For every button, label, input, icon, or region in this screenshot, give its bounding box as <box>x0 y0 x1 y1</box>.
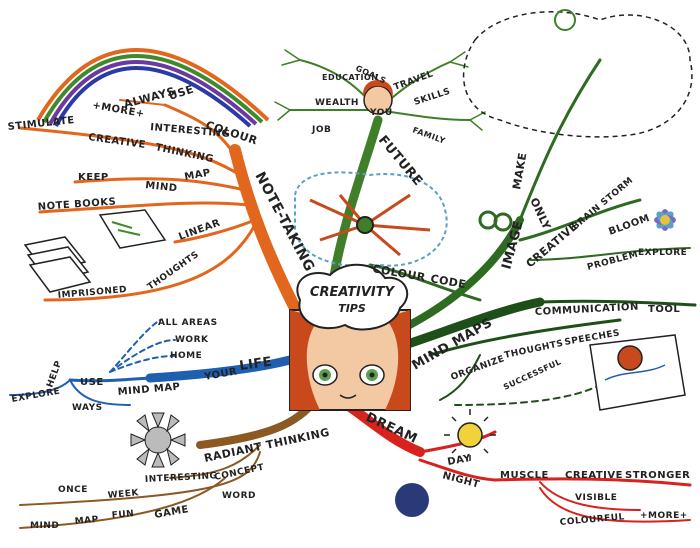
notepad-sketch <box>98 209 167 249</box>
colour-code-sketch <box>294 171 448 267</box>
label-note-books: NOTE BOOKS <box>37 197 116 213</box>
label-tool: TOOL <box>648 304 680 315</box>
rainbow-band <box>48 60 258 126</box>
you-face-icon <box>363 80 393 115</box>
label-creative: CREATIVE <box>88 132 147 151</box>
label-mind-map-life: MIND MAP <box>117 382 181 398</box>
label-use-life: USE <box>80 377 104 388</box>
label-only: ONLY <box>527 196 553 233</box>
label-mind-rad: MIND <box>30 521 59 531</box>
label-map-rad: MAP <box>74 515 99 527</box>
label-creative-dream: CREATIVE <box>565 470 623 481</box>
label-future: FUTURE <box>375 133 426 189</box>
label-game: GAME <box>154 504 190 521</box>
label-family: FAMILY <box>411 125 446 145</box>
radiant-thinking-icon <box>130 412 186 468</box>
branch-image <box>368 58 691 334</box>
central-title-line2: TIPS <box>338 302 366 315</box>
sun-icon <box>554 9 576 31</box>
branch-dream <box>335 395 692 523</box>
label-stronger: STRONGER <box>625 470 690 481</box>
label-home: HOME <box>170 351 202 361</box>
future-vision-cloud <box>462 11 693 138</box>
rainbow <box>36 48 270 128</box>
label-thoughts-mm: THOUGHTS <box>504 339 565 361</box>
branch-note-taking <box>18 99 306 324</box>
label-more-dream: +MORE+ <box>640 511 688 521</box>
label-day: DAY <box>447 453 473 468</box>
label-explore-life: EXPLORE <box>11 387 61 405</box>
label-muscle: MUSCLE <box>500 470 549 481</box>
rainbow-band <box>54 66 252 128</box>
label-linear: LINEAR <box>177 218 222 243</box>
label-skills: SKILLS <box>413 87 452 108</box>
speeches-sketch <box>589 334 686 411</box>
branch-mind-maps <box>400 297 697 406</box>
label-keep: KEEP <box>78 172 109 183</box>
label-colour-code-code: CODE <box>429 272 467 291</box>
label-successful: SUCCESSFUL <box>502 357 563 392</box>
label-all-areas: ALL AREAS <box>158 318 218 328</box>
label-visible: VISIBLE <box>575 493 617 503</box>
label-once: ONCE <box>58 485 88 495</box>
label-you: YOU <box>369 108 393 118</box>
label-fun: FUN <box>111 509 134 521</box>
label-ways: WAYS <box>72 403 103 413</box>
label-mind: MIND <box>145 180 178 194</box>
label-colourful: COLOURFUL <box>559 512 625 528</box>
rainbow-band <box>36 48 270 122</box>
central-image <box>289 263 411 411</box>
label-concept: CONCEPT <box>214 463 266 483</box>
central-title-line1: CREATIVITY <box>310 285 396 300</box>
day-sun-icon <box>444 409 496 461</box>
label-education: EDUCATION <box>322 73 378 82</box>
notebook-sketch <box>23 236 92 293</box>
label-life: LIFE <box>238 355 273 374</box>
bloom-flower-icon <box>654 209 676 231</box>
label-communication: COMMUNICATION <box>535 302 640 318</box>
label-interesting-rad: INTERESTING <box>145 471 218 485</box>
label-week: WEEK <box>107 488 139 501</box>
label-work: WORK <box>175 335 209 345</box>
label-wealth: WEALTH <box>315 98 359 108</box>
label-bloom: BLOOM <box>607 213 651 238</box>
night-moon-icon <box>393 483 429 519</box>
label-map: MAP <box>184 168 212 183</box>
label-thinking: THINKING <box>154 142 214 165</box>
label-travel: TRAVEL <box>393 69 435 93</box>
branch-life <box>9 319 295 406</box>
label-help: HELP <box>45 359 64 389</box>
rainbow-band <box>42 54 264 124</box>
label-job: JOB <box>311 125 331 135</box>
label-word: WORD <box>222 491 256 501</box>
label-make: MAKE <box>510 151 529 190</box>
label-explore-image: EXPLORE <box>638 248 687 258</box>
